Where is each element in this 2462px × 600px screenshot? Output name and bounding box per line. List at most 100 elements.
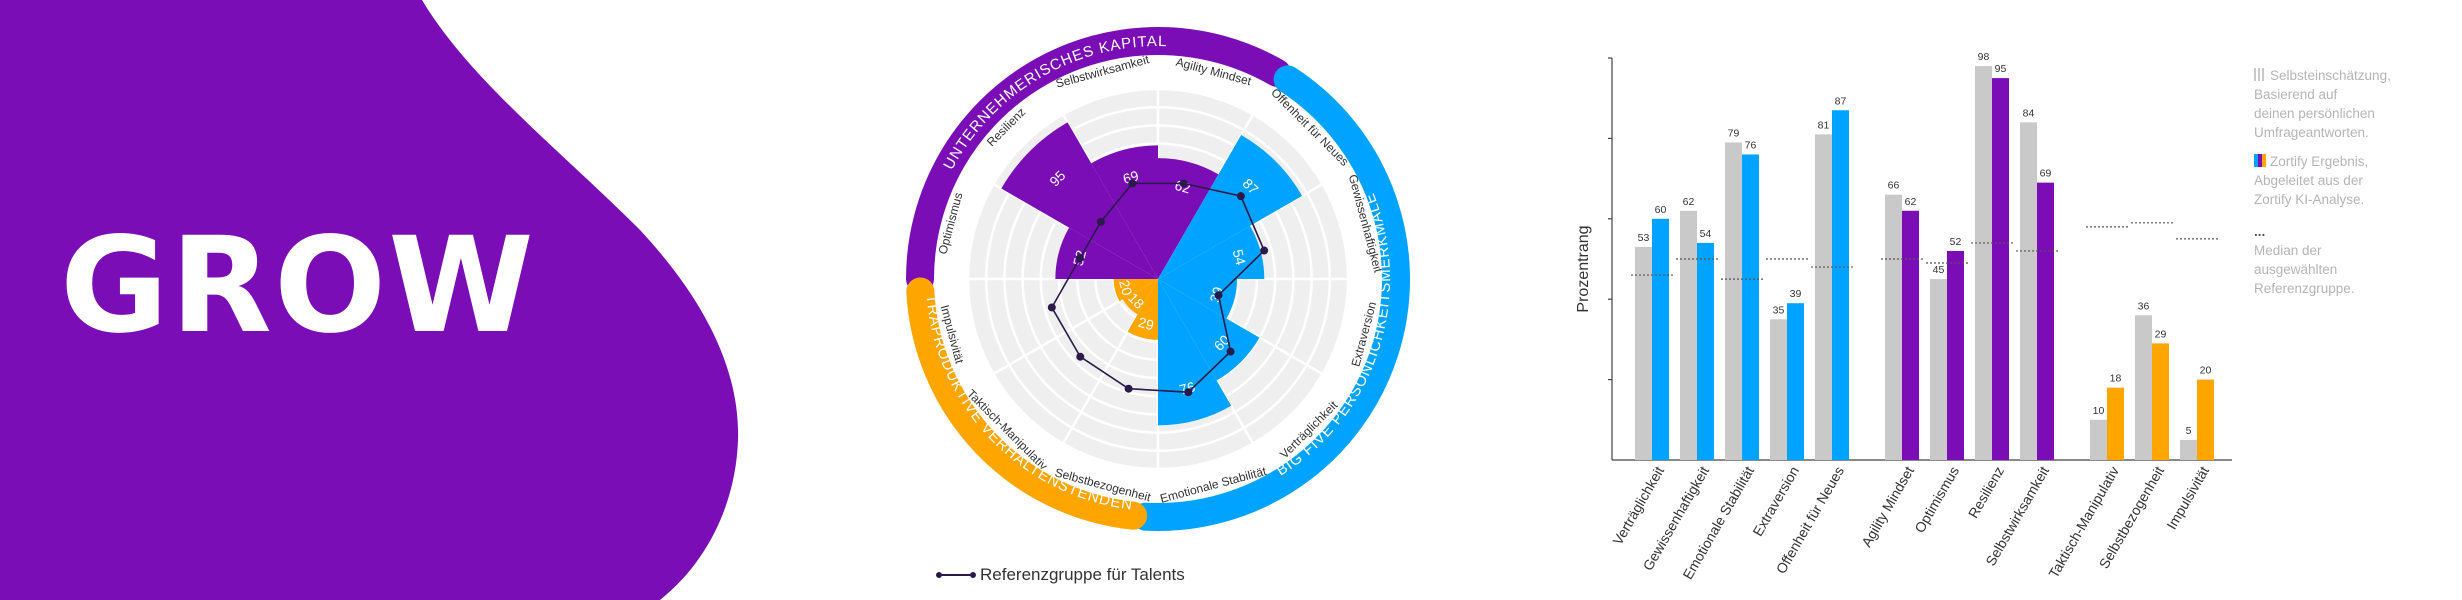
radial-value-label: 20 [1116, 278, 1136, 297]
bar-zortify-value: 76 [1745, 139, 1757, 151]
bar-self [1725, 142, 1742, 461]
legend-zortify-line2: Zortify KI-Analyse. [2254, 192, 2365, 207]
reference-point [1096, 217, 1105, 226]
reference-point [1124, 384, 1133, 393]
reference-point [1260, 246, 1269, 255]
bar-self-value: 5 [2186, 425, 2192, 437]
bar-zortify [1652, 218, 1669, 460]
bar-zortify [2107, 387, 2124, 460]
radial-bar-vertr-glichkeit [1158, 279, 1260, 381]
radial-bar-extraversion [1158, 279, 1237, 319]
bar-self-value: 45 [1933, 264, 1945, 276]
legend-zortify-title: Zortify Ergebnis, [2270, 154, 2369, 169]
radial-bar-gewissenhaftigkeit [1158, 225, 1265, 279]
group-arc-0 [906, 27, 1291, 293]
bar-self [2090, 419, 2107, 460]
radial-bar-emotionale-stabilit-t [1158, 279, 1232, 426]
radial-legend: Referenzgruppe für Talents [936, 565, 1185, 585]
legend-median-line1: Median der [2254, 243, 2322, 258]
y-axis-label: Prozentrang [1575, 225, 1592, 312]
banner-title: GROW [60, 209, 536, 363]
bar-self [2135, 315, 2152, 460]
bar-self [2180, 439, 2197, 460]
legend-self-line3: Umfrageantworten. [2254, 125, 2369, 140]
bar-zortify [1947, 250, 1964, 460]
radial-bar-taktisch-manipulativ [1122, 279, 1158, 315]
group-arc-1 [1131, 65, 1410, 531]
bar-zortify [1742, 154, 1759, 461]
reference-point [1236, 192, 1245, 201]
reference-point [1179, 179, 1188, 188]
bar-self-value: 53 [1638, 232, 1650, 244]
bar-zortify [1697, 242, 1714, 460]
bar-self [1975, 66, 1992, 460]
bar-self [1635, 246, 1652, 460]
bar-self [1815, 134, 1832, 460]
reference-point [1184, 388, 1193, 397]
legend-self-line2: deinen persönlichen [2254, 106, 2375, 121]
legend-self-title: Selbsteinschätzung, [2270, 68, 2391, 83]
bar-zortify [2037, 182, 2054, 460]
bar-zortify [2152, 343, 2169, 460]
legend-median: ... Median der ausgewählten Referenzgrup… [2254, 222, 2454, 298]
radial-value-label: 29 [1136, 314, 1155, 334]
bar-zortify [1902, 210, 1919, 460]
bar-zortify [2197, 379, 2214, 460]
group-arc-2 [906, 277, 1148, 530]
reference-point [1047, 303, 1056, 312]
bar-self-value: 81 [1818, 119, 1830, 131]
legend-zortify-line1: Abgeleitet aus der [2254, 173, 2363, 188]
bar-self-value: 84 [2023, 107, 2035, 119]
x-category-label: Impulsivität [2163, 463, 2212, 532]
radial-bar-selbstwirksamkeit [1091, 145, 1158, 279]
radial-bar-optimismus [1055, 227, 1158, 279]
x-category-label: Optimismus [1911, 464, 1962, 536]
reference-point [1076, 352, 1085, 361]
reference-point [1226, 347, 1235, 356]
bar-self [1885, 194, 1902, 460]
x-category-label: Extraversion [1749, 464, 1802, 539]
bar-self-value: 35 [1773, 304, 1785, 316]
legend-zortify: Zortify Ergebnis, Abgeleitet aus der Zor… [2254, 152, 2454, 209]
legend-median-title: ... [2254, 224, 2266, 239]
reference-point [1128, 179, 1137, 188]
radial-bar-selbstbezogenheit [1127, 279, 1158, 340]
radial-value-label: 54 [1230, 248, 1250, 267]
self-assessment-swatch-icon [2254, 68, 2266, 81]
reference-line-swatch [936, 572, 976, 578]
radial-bar-offenheit-f-r-neues [1158, 134, 1303, 279]
bar-self [1770, 319, 1787, 460]
bar-zortify-value: 60 [1655, 204, 1667, 216]
bar-zortify-value: 95 [1995, 63, 2007, 75]
legend-self-line1: Basierend auf [2254, 87, 2338, 102]
reference-point [1075, 254, 1084, 263]
bar-zortify-value: 69 [2040, 168, 2052, 180]
bar-zortify-value: 52 [1950, 236, 1962, 248]
bar-zortify-value: 39 [1790, 288, 1802, 300]
bar-self-value: 62 [1683, 196, 1695, 208]
radial-legend-label: Referenzgruppe für Talents [980, 565, 1185, 584]
radial-bar-resilienz [1001, 122, 1158, 280]
radial-bar-impulsivit-t [1113, 279, 1158, 302]
zortify-result-swatch-icon [2254, 154, 2266, 167]
bar-zortify-value: 62 [1905, 196, 1917, 208]
bar-self [1930, 279, 1947, 460]
bar-self-value: 66 [1888, 180, 1900, 192]
bar-self-value: 36 [2138, 300, 2150, 312]
bar-self-value: 98 [1978, 51, 1990, 63]
bar-self-value: 10 [2093, 405, 2105, 417]
legend-self: Selbsteinschätzung, Basierend auf deinen… [2254, 66, 2454, 142]
bar-zortify-value: 18 [2110, 373, 2122, 385]
bar-zortify [1832, 110, 1849, 460]
bar-zortify-value: 54 [1700, 228, 1712, 240]
reference-point [1214, 291, 1223, 300]
x-category-label: Agility Mindset [1858, 463, 1917, 549]
bar-self-value: 79 [1728, 127, 1740, 139]
bar-self [2020, 122, 2037, 460]
bar-zortify-value: 29 [2155, 328, 2167, 340]
legend-median-line2: ausgewählten [2254, 262, 2338, 277]
legend-median-line3: Referenzgruppe. [2254, 281, 2355, 296]
